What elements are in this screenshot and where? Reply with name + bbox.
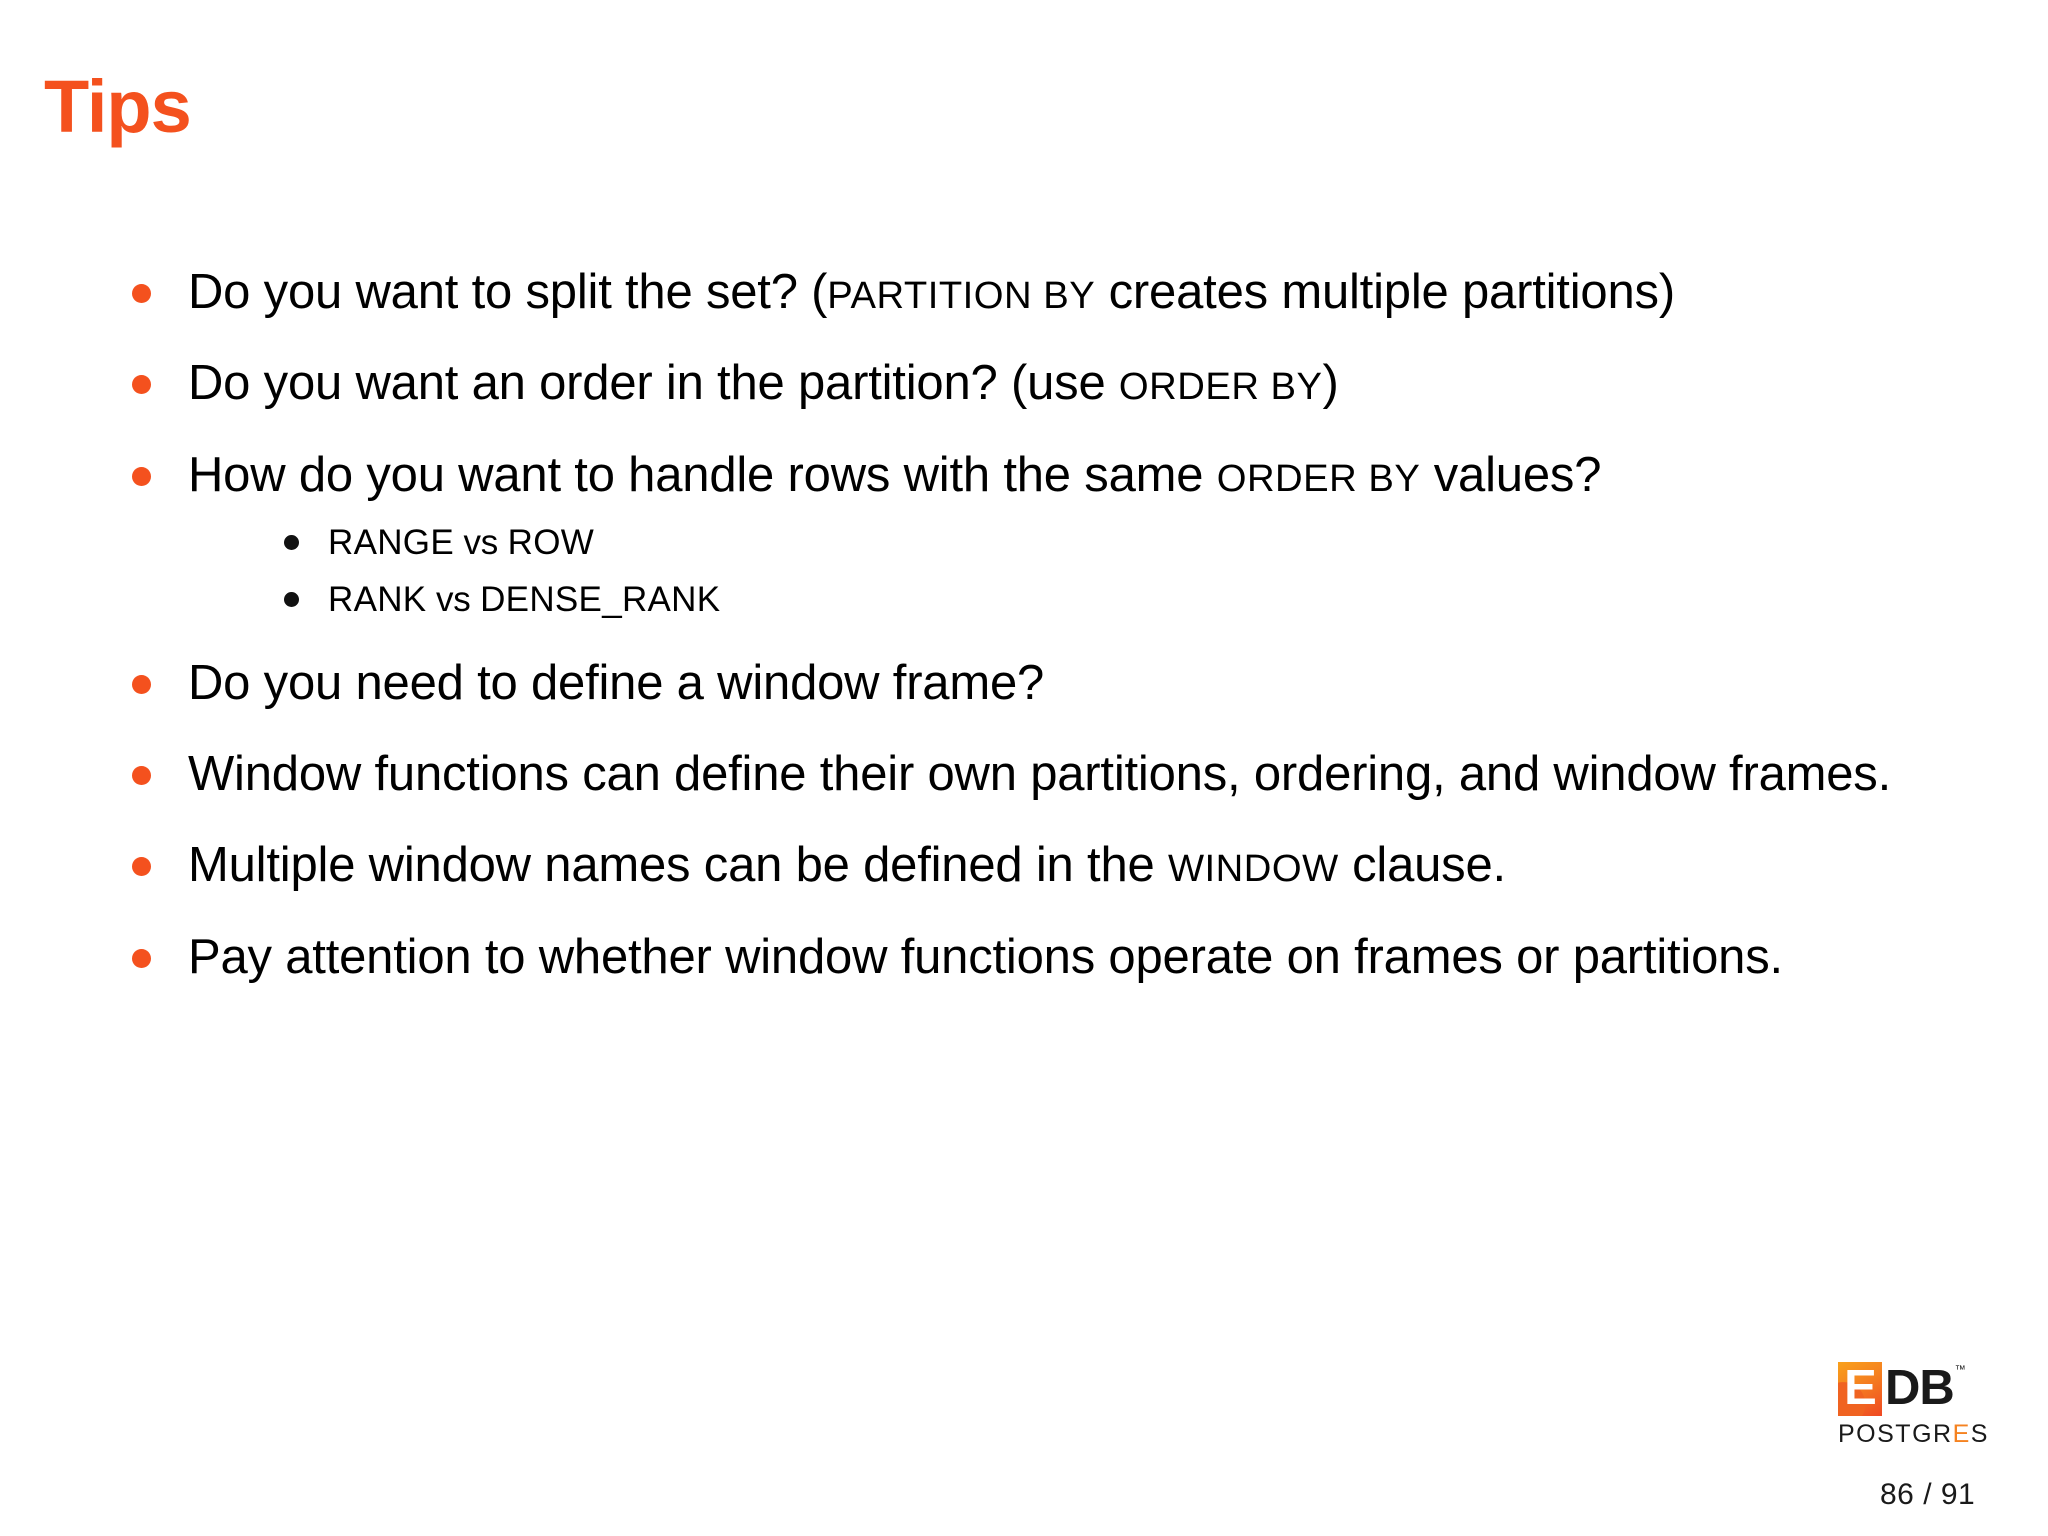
page-number: 86 / 91	[1880, 1478, 1976, 1511]
bullet-text: Multiple window names can be defined in …	[188, 838, 1506, 892]
bullet-keyword-run: DENSE_RANK	[480, 580, 721, 620]
edb-postgres-logo: E DB ™ POSTGRES	[1838, 1362, 1998, 1449]
bullet-keyword-run: RANGE	[328, 522, 454, 562]
bullet-item: How do you want to handle rows with the …	[110, 445, 1910, 623]
bullet-text: Window functions can define their own pa…	[188, 747, 1891, 801]
bullet-text-run: values?	[1420, 447, 1602, 502]
bullet-text-run: )	[1322, 356, 1339, 411]
bullet-text-run: Window functions can define their own pa…	[188, 747, 1892, 801]
bullet-text-run: Do you want an order in the partition? (…	[188, 356, 1119, 411]
bullet-dot-icon	[132, 375, 151, 395]
wordmark-post: S	[1970, 1420, 1989, 1448]
bullet-keyword-run: ORDER BY	[1216, 456, 1421, 500]
bullet-keyword-run: RANK	[328, 580, 427, 620]
bullet-dot-icon	[132, 284, 151, 303]
sub-bullet-item: RANK vs DENSE_RANK	[188, 577, 1910, 623]
bullet-dot-icon	[132, 857, 151, 877]
sub-bullet-text: RANGE vs ROW	[328, 523, 594, 562]
bullet-text-run: vs	[426, 580, 481, 620]
bullet-text-run: Do you want to split the set? (	[188, 265, 828, 319]
bullet-dot-icon	[132, 766, 151, 785]
bullet-item: Multiple window names can be defined in …	[110, 835, 1910, 896]
bullet-text: Pay attention to whether window function…	[188, 930, 1783, 984]
bullet-text-run: Pay attention to whether window function…	[188, 929, 1783, 984]
bullet-item: Do you want to split the set? (PARTITION…	[110, 262, 1910, 323]
logo-letters-db: DB	[1885, 1361, 1955, 1415]
bullet-text: How do you want to handle rows with the …	[188, 448, 1601, 502]
sub-bullet-item: RANGE vs ROW	[188, 520, 1910, 566]
bullet-text-run: How do you want to handle rows with the …	[188, 447, 1217, 502]
logo-letter-e: E	[1838, 1362, 1882, 1416]
bullet-dot-icon	[132, 674, 151, 694]
sub-bullet-dot-icon	[284, 592, 299, 608]
bullet-item: Do you need to define a window frame?	[110, 653, 1910, 714]
bullet-text-run: creates multiple partitions)	[1095, 265, 1676, 319]
logo-wordmark-postgres: POSTGRES	[1838, 1420, 1998, 1449]
bullet-item: Do you want an order in the partition? (…	[110, 353, 1910, 414]
bullet-dot-icon	[132, 466, 151, 486]
sub-bullet-dot-icon	[284, 534, 299, 550]
bullet-dot-icon	[132, 948, 151, 968]
bullet-text: Do you want an order in the partition? (…	[188, 356, 1339, 410]
bullet-keyword-run: PARTITION BY	[827, 274, 1096, 317]
wordmark-highlight: E	[1952, 1420, 1971, 1448]
bullet-text-run: Multiple window names can be defined in …	[188, 838, 1168, 893]
bullet-text: Do you need to define a window frame?	[188, 656, 1044, 710]
page-title: Tips	[44, 64, 192, 148]
bullet-text-run: clause.	[1338, 838, 1506, 893]
wordmark-pre: POSTGR	[1838, 1420, 1953, 1448]
bullet-text-run: Do you need to define a window frame?	[188, 655, 1045, 710]
sub-bullet-list: RANGE vs ROW RANK vs DENSE_RANK	[188, 520, 1910, 623]
bullet-list: Do you want to split the set? (PARTITION…	[110, 262, 1910, 1018]
bullet-keyword-run: ROW	[507, 522, 595, 562]
trademark-icon: ™	[1954, 1364, 1966, 1376]
bullet-text: Do you want to split the set? (PARTITION…	[188, 265, 1675, 319]
bullet-keyword-run: ORDER BY	[1118, 365, 1323, 409]
bullet-item: Pay attention to whether window function…	[110, 927, 1910, 988]
sub-bullet-text: RANK vs DENSE_RANK	[328, 580, 720, 619]
bullet-item: Window functions can define their own pa…	[110, 744, 1910, 805]
bullet-keyword-run: WINDOW	[1167, 847, 1339, 891]
logo-wordmark-top: E DB ™	[1838, 1362, 1998, 1418]
bullet-text-run: vs	[453, 522, 508, 562]
